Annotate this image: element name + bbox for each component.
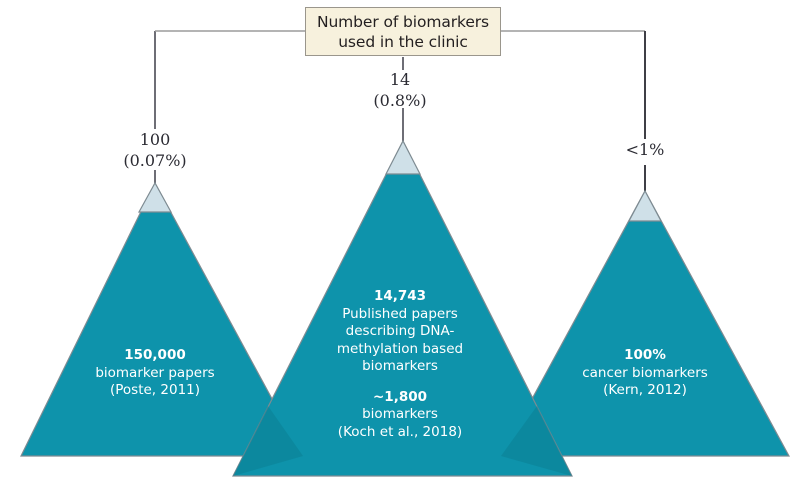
triangle-center-shape [232,139,573,477]
triangle-center-line-4: methylation based [336,340,464,357]
triangle-left-line-2: biomarker papers [95,364,215,381]
triangle-center-body [232,139,573,477]
triangle-left-body [20,181,305,457]
triangle-left-line-3: (Poste, 2011) [109,382,201,398]
triangle-right-line-2: cancer biomarkers [582,364,708,381]
triangle-right-body [499,189,791,457]
overlap-right [501,406,572,476]
triangle-center-line-6: biomarkers [362,406,438,422]
triangle-center-line-5: biomarkers [362,358,438,374]
triangle-center-line-2: Published papers [342,305,458,322]
triangle-center-line-7: (Koch et al., 2018) [337,423,463,440]
triangle-left-shape [20,181,305,457]
connector-center-value: 14 [389,70,411,89]
connector-label-center: 14 (0.8%) [340,69,460,111]
triangle-left-label: 150,000 biomarker papers (Poste, 2011) [90,347,220,400]
connector-label-left: 100 (0.07%) [95,129,215,171]
connector-left-percent: (0.07%) [123,151,187,170]
triangle-right-line-3: (Kern, 2012) [603,382,687,398]
connector-label-right: <1% [585,139,705,160]
connector-left-value: 100 [139,130,171,149]
title-box: Number of biomarkers used in the clinic [305,7,501,56]
triangle-left-headline: 150,000 [124,347,186,363]
triangle-center-tip [385,139,421,175]
triangle-right-shape [499,189,791,457]
connector-right-value: <1% [625,140,665,159]
triangle-right-label: 100% cancer biomarkers (Kern, 2012) [580,347,710,400]
triangle-right-tip [628,189,662,222]
connector-center-percent: (0.8%) [373,91,427,110]
triangle-center-spacer [330,376,470,389]
triangle-center-headline-2: ~1,800 [372,388,427,405]
triangle-center-headline: 14,743 [373,288,427,304]
triangle-left-tip [137,181,173,213]
triangle-right-headline: 100% [624,347,666,363]
connector-lines [154,30,646,191]
triangle-overlap-shading [233,406,572,476]
triangle-center-line-3: describing DNA- [345,323,455,339]
title-line-2: used in the clinic [338,32,468,51]
overlap-left [233,406,303,476]
title-line-1: Number of biomarkers [316,12,490,31]
triangle-center-label: 14,743 Published papers describing DNA- … [330,288,470,441]
